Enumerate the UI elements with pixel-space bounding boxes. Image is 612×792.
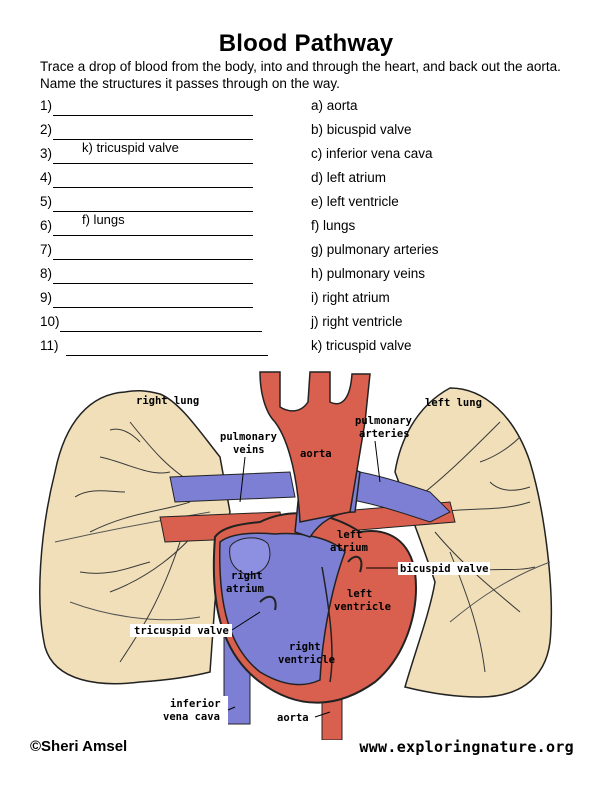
choice-item: h) pulmonary veins	[311, 266, 426, 281]
answer-line[interactable]	[60, 331, 262, 332]
leader-line	[227, 706, 236, 711]
answer-number: 6)	[40, 218, 53, 233]
choice-item: k) tricuspid valve	[311, 338, 412, 353]
leader-line	[239, 456, 246, 503]
answer-row[interactable]: 2)	[40, 122, 280, 140]
answer-line[interactable]	[53, 115, 253, 116]
answer-row[interactable]: 5)	[40, 194, 280, 212]
label-left-ventricle: left	[347, 588, 372, 600]
label-right-atrium: atrium	[226, 583, 264, 595]
leader-line	[314, 711, 331, 718]
lung-lobe-line	[69, 601, 201, 621]
label-aorta-top: aorta	[300, 448, 332, 460]
pulmonary-artery-vessels	[169, 471, 296, 503]
choice-item: b) bicuspid valve	[311, 122, 412, 137]
label-inferior-vena-cava: inferior	[170, 698, 221, 710]
leader-line	[374, 440, 381, 483]
answer-line[interactable]	[53, 187, 253, 188]
label-inferior-vena-cava: vena cava	[163, 711, 220, 723]
answer-row[interactable]: 11)	[40, 338, 280, 356]
answer-number: 2)	[40, 122, 53, 137]
copyright: ©Sheri Amsel	[30, 738, 128, 755]
answer-text: f) lungs	[82, 212, 125, 227]
right-lung	[39, 389, 231, 685]
label-left-atrium: left	[337, 529, 362, 541]
label-background	[130, 624, 232, 637]
label-left-atrium: atrium	[330, 542, 368, 554]
left-lung	[394, 387, 553, 698]
answer-number: 5)	[40, 194, 53, 209]
tricuspid-valve-shape	[259, 595, 277, 611]
answer-line[interactable]	[53, 235, 253, 236]
label-pulmonary-veins: pulmonary	[220, 431, 278, 443]
label-right-ventricle: right	[289, 641, 321, 653]
instructions: Trace a drop of blood from the body, int…	[40, 59, 561, 91]
label-left-ventricle: ventricle	[334, 601, 391, 613]
answer-row[interactable]: 8)	[40, 266, 280, 284]
label-bicuspid-valve: bicuspid valve	[400, 563, 489, 575]
answer-number: 8)	[40, 266, 53, 281]
answer-line[interactable]	[53, 259, 253, 260]
pulmonary-artery-vessels-left	[329, 466, 451, 523]
answer-number: 9)	[40, 290, 53, 305]
choice-item: a) aorta	[311, 98, 358, 113]
answer-line[interactable]	[53, 163, 253, 164]
choice-item: e) left ventricle	[311, 194, 399, 209]
choice-item: i) right atrium	[311, 290, 390, 305]
label-right-lung: right lung	[136, 395, 199, 407]
label-background	[398, 562, 490, 575]
choice-item: d) left atrium	[311, 170, 387, 185]
answer-row[interactable]: 9)	[40, 290, 280, 308]
label-aorta-bottom: aorta	[277, 712, 309, 724]
label-pulmonary-veins: veins	[233, 444, 265, 456]
answer-number: 4)	[40, 170, 53, 185]
label-tricuspid-valve: tricuspid valve	[134, 625, 229, 637]
right-atrium-chamber	[229, 537, 271, 575]
label-pulmonary-arteries: pulmonary	[355, 415, 413, 427]
answer-line[interactable]	[53, 211, 253, 212]
answer-row[interactable]: 10)	[40, 314, 280, 332]
website-link[interactable]: www.exploringnature.org	[359, 738, 574, 756]
aorta-arch	[259, 371, 371, 523]
lung-lobe-line	[449, 561, 551, 623]
heart-lung-diagram: right lung left lung pulmonary veins pul…	[39, 371, 553, 740]
answer-line[interactable]	[53, 307, 253, 308]
answer-line[interactable]	[66, 355, 268, 356]
answer-line[interactable]	[53, 139, 253, 140]
answer-number: 10)	[40, 314, 60, 329]
answer-row[interactable]: 7)	[40, 242, 280, 260]
answer-row[interactable]: 6) f) lungs	[40, 212, 280, 236]
label-right-ventricle: ventricle	[278, 654, 335, 666]
choice-item: c) inferior vena cava	[311, 146, 433, 161]
answer-number: 7)	[40, 242, 53, 257]
diagram-labels: right lung left lung pulmonary veins pul…	[130, 395, 490, 726]
answer-row[interactable]: 4)	[40, 170, 280, 188]
answer-text: k) tricuspid valve	[82, 140, 179, 155]
label-right-atrium: right	[231, 570, 263, 582]
answer-line[interactable]	[53, 283, 253, 284]
bicuspid-valve-shape	[347, 555, 363, 573]
answer-row[interactable]: 3) k) tricuspid valve	[40, 140, 280, 164]
label-background	[160, 696, 228, 726]
label-left-lung: left lung	[425, 397, 482, 409]
septum	[321, 566, 333, 683]
choice-item: g) pulmonary arteries	[311, 242, 439, 257]
answer-number: 3)	[40, 146, 53, 161]
choice-item: f) lungs	[311, 218, 356, 233]
choice-item: j) right ventricle	[311, 314, 403, 329]
answer-number: 1)	[40, 98, 53, 113]
page-title: Blood Pathway	[218, 30, 394, 57]
leader-line	[231, 611, 261, 631]
label-background	[274, 711, 318, 724]
label-pulmonary-arteries: arteries	[359, 428, 410, 440]
answer-number: 11)	[40, 338, 59, 353]
answer-row[interactable]: 1)	[40, 98, 280, 116]
